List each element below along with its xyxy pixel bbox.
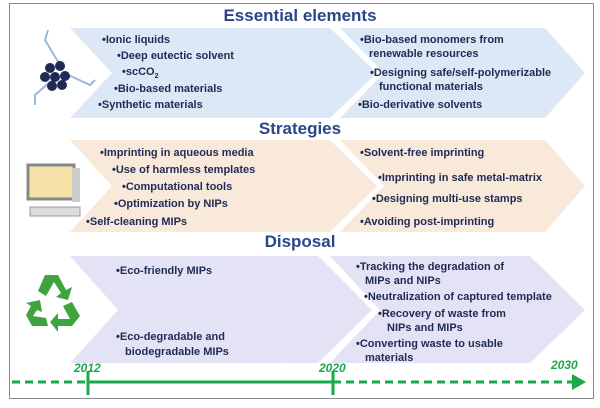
list-item: Imprinting in safe metal-matrix <box>378 171 542 185</box>
list-item: Self-cleaning MIPs <box>86 215 187 229</box>
list-item: Recovery of waste from <box>378 307 506 321</box>
year-2012: 2012 <box>74 361 101 375</box>
title-disposal: Disposal <box>264 232 336 251</box>
title-strategies: Strategies <box>258 119 342 138</box>
list-item: Bio-based materials <box>114 82 223 96</box>
subscript: 2 <box>154 73 159 81</box>
list-item: Use of harmless templates <box>112 163 255 177</box>
list-item: Imprinting in aqueous media <box>100 146 254 160</box>
chevron-row2-mid <box>295 140 377 232</box>
list-item: Tracking the degradation of <box>356 260 504 274</box>
list-item: Designing multi-use stamps <box>372 192 523 206</box>
list-item: Neutralization of captured template <box>364 290 552 304</box>
list-item-cont: MIPs and NIPs <box>365 275 441 287</box>
list-item-cont: functional materials <box>379 81 483 93</box>
list-item: Avoiding post-imprinting <box>360 215 494 229</box>
list-item: scCO2 <box>122 65 159 84</box>
list-item-cont: biodegradable MIPs <box>125 346 229 358</box>
list-item: Converting waste to usable <box>356 337 503 351</box>
list-item: Ionic liquids <box>102 33 170 47</box>
sccO2-text: scCO <box>125 66 155 78</box>
list-item-cont: renewable resources <box>369 48 479 60</box>
list-item: Optimization by NIPs <box>114 197 228 211</box>
list-item-cont: NIPs and MIPs <box>387 322 463 334</box>
list-item: Solvent-free imprinting <box>360 146 484 160</box>
list-item: Bio-based monomers from <box>360 33 504 47</box>
timeline-arrowhead <box>572 374 586 390</box>
list-item-cont: materials <box>365 352 414 364</box>
list-item: Designing safe/self-polymerizable <box>370 66 551 80</box>
chevron-row1-mid <box>295 28 377 118</box>
chevron-row3-mid <box>280 256 372 363</box>
title-essential-elements: Essential elements <box>223 6 377 25</box>
list-item: Eco-friendly MIPs <box>116 264 212 278</box>
list-item: Synthetic materials <box>98 98 203 112</box>
computer-icon <box>26 163 81 217</box>
recycle-icon <box>26 275 80 332</box>
list-item: Eco-degradable and <box>116 330 225 344</box>
year-2020: 2020 <box>319 361 346 375</box>
molecule-icon <box>34 29 96 105</box>
list-item: Deep eutectic solvent <box>117 49 234 63</box>
list-item: Bio-derivative solvents <box>358 98 482 112</box>
timeline <box>12 371 586 395</box>
year-2030: 2030 <box>551 358 578 372</box>
chevron-row2-right <box>340 140 585 232</box>
list-item: Computational tools <box>122 180 232 194</box>
